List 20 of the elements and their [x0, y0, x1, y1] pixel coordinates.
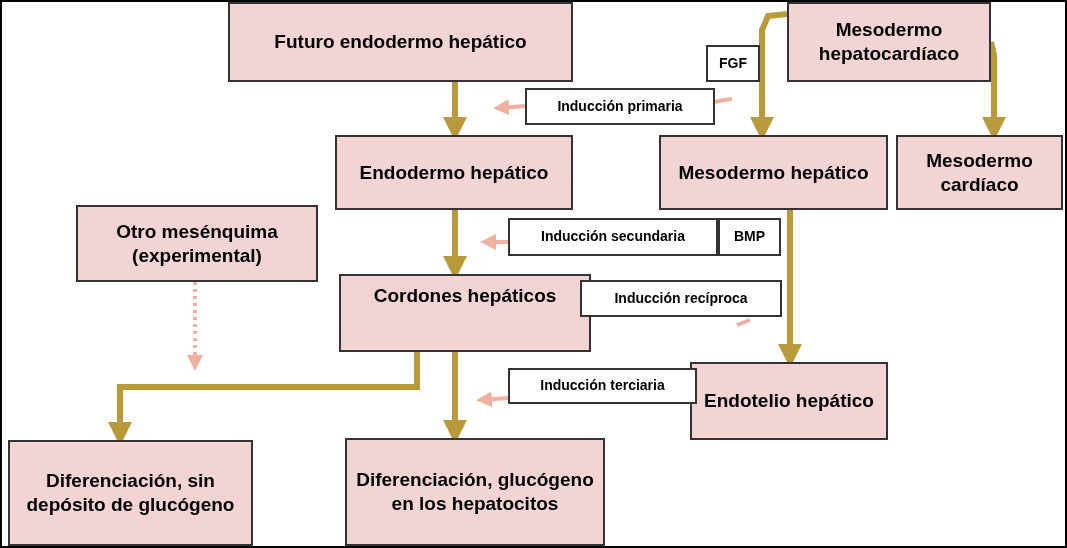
induction-label-box: Inducción primaria — [525, 88, 715, 125]
induction-label-box: Inducción terciaria — [508, 368, 697, 404]
induction-label-box: BMP — [718, 218, 781, 256]
arrow — [187, 282, 203, 371]
arrow — [476, 391, 509, 408]
process-box: Diferenciación, glucógeno en los hepatocitos — [345, 438, 605, 546]
process-box: Mesodermo cardíaco — [896, 135, 1063, 210]
induction-label-box: FGF — [706, 45, 760, 82]
induction-label-box: Inducción recíproca — [580, 280, 782, 317]
process-box: Futuro endodermo hepático — [228, 2, 573, 82]
process-box: Cordones hepáticos — [339, 274, 591, 352]
induction-label-box: Inducción secundaria — [508, 218, 718, 256]
process-box: Diferenciación, sin depósito de glucógeno — [8, 440, 253, 546]
process-box: Endotelio hepático — [690, 362, 888, 440]
arrow — [493, 99, 526, 116]
process-box: Endodermo hepático — [335, 135, 573, 210]
process-box: Mesodermo hepático — [659, 135, 888, 210]
process-box: Mesodermo hepatocardíaco — [787, 2, 991, 82]
process-box: Otro mesénquima (experimental) — [76, 205, 318, 282]
arrow — [480, 234, 508, 250]
